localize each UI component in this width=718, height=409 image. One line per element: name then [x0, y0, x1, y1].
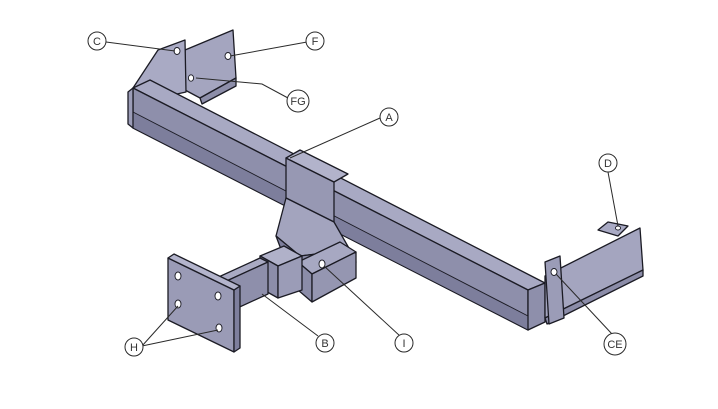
callout-b: B [315, 333, 335, 353]
plate-hole-4 [215, 323, 223, 333]
plate-hole-3 [174, 299, 182, 309]
callout-i-label: I [402, 338, 405, 350]
receiver-hole-i [318, 259, 326, 269]
callout-c: C [87, 31, 107, 51]
callout-fg: FG [286, 89, 310, 113]
callout-ce: CE [603, 332, 627, 356]
main-cross-tube [127, 79, 546, 331]
callout-d-label: D [604, 158, 612, 170]
callout-c-label: C [93, 36, 101, 48]
bracket-hole-ce [550, 268, 558, 276]
callout-h: H [124, 337, 144, 357]
bracket-hole-d [615, 225, 621, 231]
plate-hole-1 [174, 271, 182, 281]
callout-ce-label: CE [607, 339, 622, 351]
callout-b-label: B [321, 338, 328, 350]
callout-f: F [305, 31, 325, 51]
callout-a-label: A [385, 112, 393, 124]
plate-hole-2 [214, 291, 222, 301]
callout-f-label: F [312, 36, 319, 48]
callout-fg-label: FG [290, 96, 305, 108]
callout-i: I [394, 333, 414, 353]
callout-a: A [379, 107, 399, 127]
bracket-hole-fg [187, 74, 195, 82]
right-mounting-bracket [527, 221, 644, 331]
front-tow-plate [167, 253, 241, 353]
callout-leaders [105, 41, 619, 347]
callout-h-label: H [130, 342, 138, 354]
callout-d: D [598, 153, 618, 173]
